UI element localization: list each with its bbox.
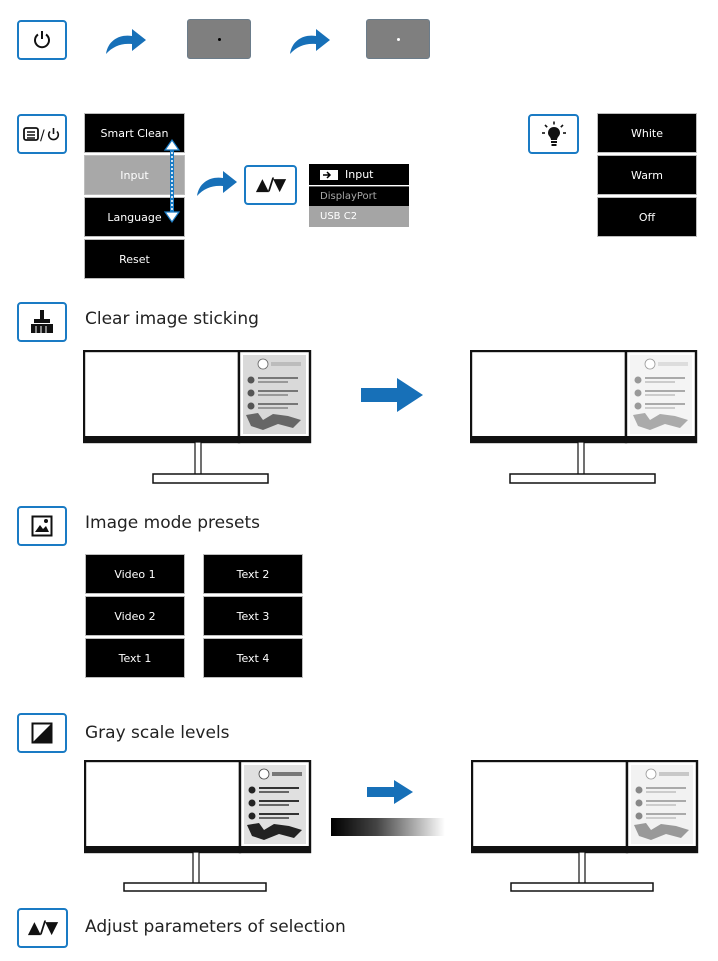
- up-down-scroll-arrow-icon: [163, 138, 181, 224]
- clean-section-title: Clear image sticking: [85, 309, 259, 329]
- right-arrow-icon: [367, 780, 413, 804]
- preset-text-2[interactable]: Text 2: [203, 554, 303, 594]
- input-submenu-title: Input: [309, 164, 409, 185]
- adjust-up-down-button[interactable]: ▲/▼: [17, 908, 68, 948]
- menu-power-button[interactable]: /: [17, 114, 67, 154]
- light-button[interactable]: [528, 114, 579, 154]
- image-icon: [31, 515, 53, 537]
- image-mode-button[interactable]: [17, 506, 67, 546]
- brush-icon: [31, 310, 53, 333]
- gray-gradient-bar: [331, 818, 445, 836]
- adjust-section-title: Adjust parameters of selection: [85, 917, 346, 937]
- right-arrow-icon: [361, 378, 423, 412]
- curved-arrow-icon: [290, 29, 330, 54]
- preset-text-1[interactable]: Text 1: [85, 638, 185, 678]
- dual-monitor-after: [470, 350, 698, 484]
- curved-arrow-icon: [106, 29, 146, 54]
- screen-panel-dark-dot: [187, 19, 251, 59]
- image-mode-title: Image mode presets: [85, 513, 260, 533]
- preset-text-3[interactable]: Text 3: [203, 596, 303, 636]
- contrast-icon: [31, 722, 53, 744]
- input-source-icon: [320, 169, 338, 180]
- menu-item-reset[interactable]: Reset: [84, 239, 185, 279]
- preset-text-4[interactable]: Text 4: [203, 638, 303, 678]
- smart-clean-button[interactable]: [17, 302, 67, 342]
- light-item-white[interactable]: White: [597, 113, 697, 153]
- white-dot: [396, 37, 400, 41]
- adjust-up-down-label: ▲/▼: [27, 918, 58, 938]
- light-item-warm[interactable]: Warm: [597, 155, 697, 195]
- up-down-button[interactable]: ▲/▼: [244, 165, 297, 205]
- bulb-icon: [541, 121, 566, 146]
- input-option-displayport[interactable]: DisplayPort: [309, 186, 409, 206]
- dual-monitor-before: [83, 350, 312, 484]
- up-down-label: ▲/▼: [255, 175, 286, 195]
- curved-arrow-icon: [197, 171, 237, 196]
- preset-video-1[interactable]: Video 1: [85, 554, 185, 594]
- input-option-usb-c2[interactable]: USB C2: [309, 206, 409, 227]
- preset-video-2[interactable]: Video 2: [85, 596, 185, 636]
- dual-monitor-gray-before: [84, 760, 312, 892]
- gray-scale-title: Gray scale levels: [85, 723, 230, 743]
- screen-panel-white-dot: [366, 19, 430, 59]
- power-icon: [34, 31, 50, 49]
- light-item-off[interactable]: Off: [597, 197, 697, 237]
- dual-monitor-gray-after: [471, 760, 699, 892]
- svg-text:/: /: [40, 128, 45, 144]
- power-button[interactable]: [17, 20, 67, 60]
- menu-power-icon: /: [23, 127, 60, 144]
- menu-item-input[interactable]: Input: [84, 155, 185, 195]
- black-dot: [217, 37, 221, 41]
- menu-item-language[interactable]: Language: [84, 197, 185, 237]
- gray-scale-button[interactable]: [17, 713, 67, 753]
